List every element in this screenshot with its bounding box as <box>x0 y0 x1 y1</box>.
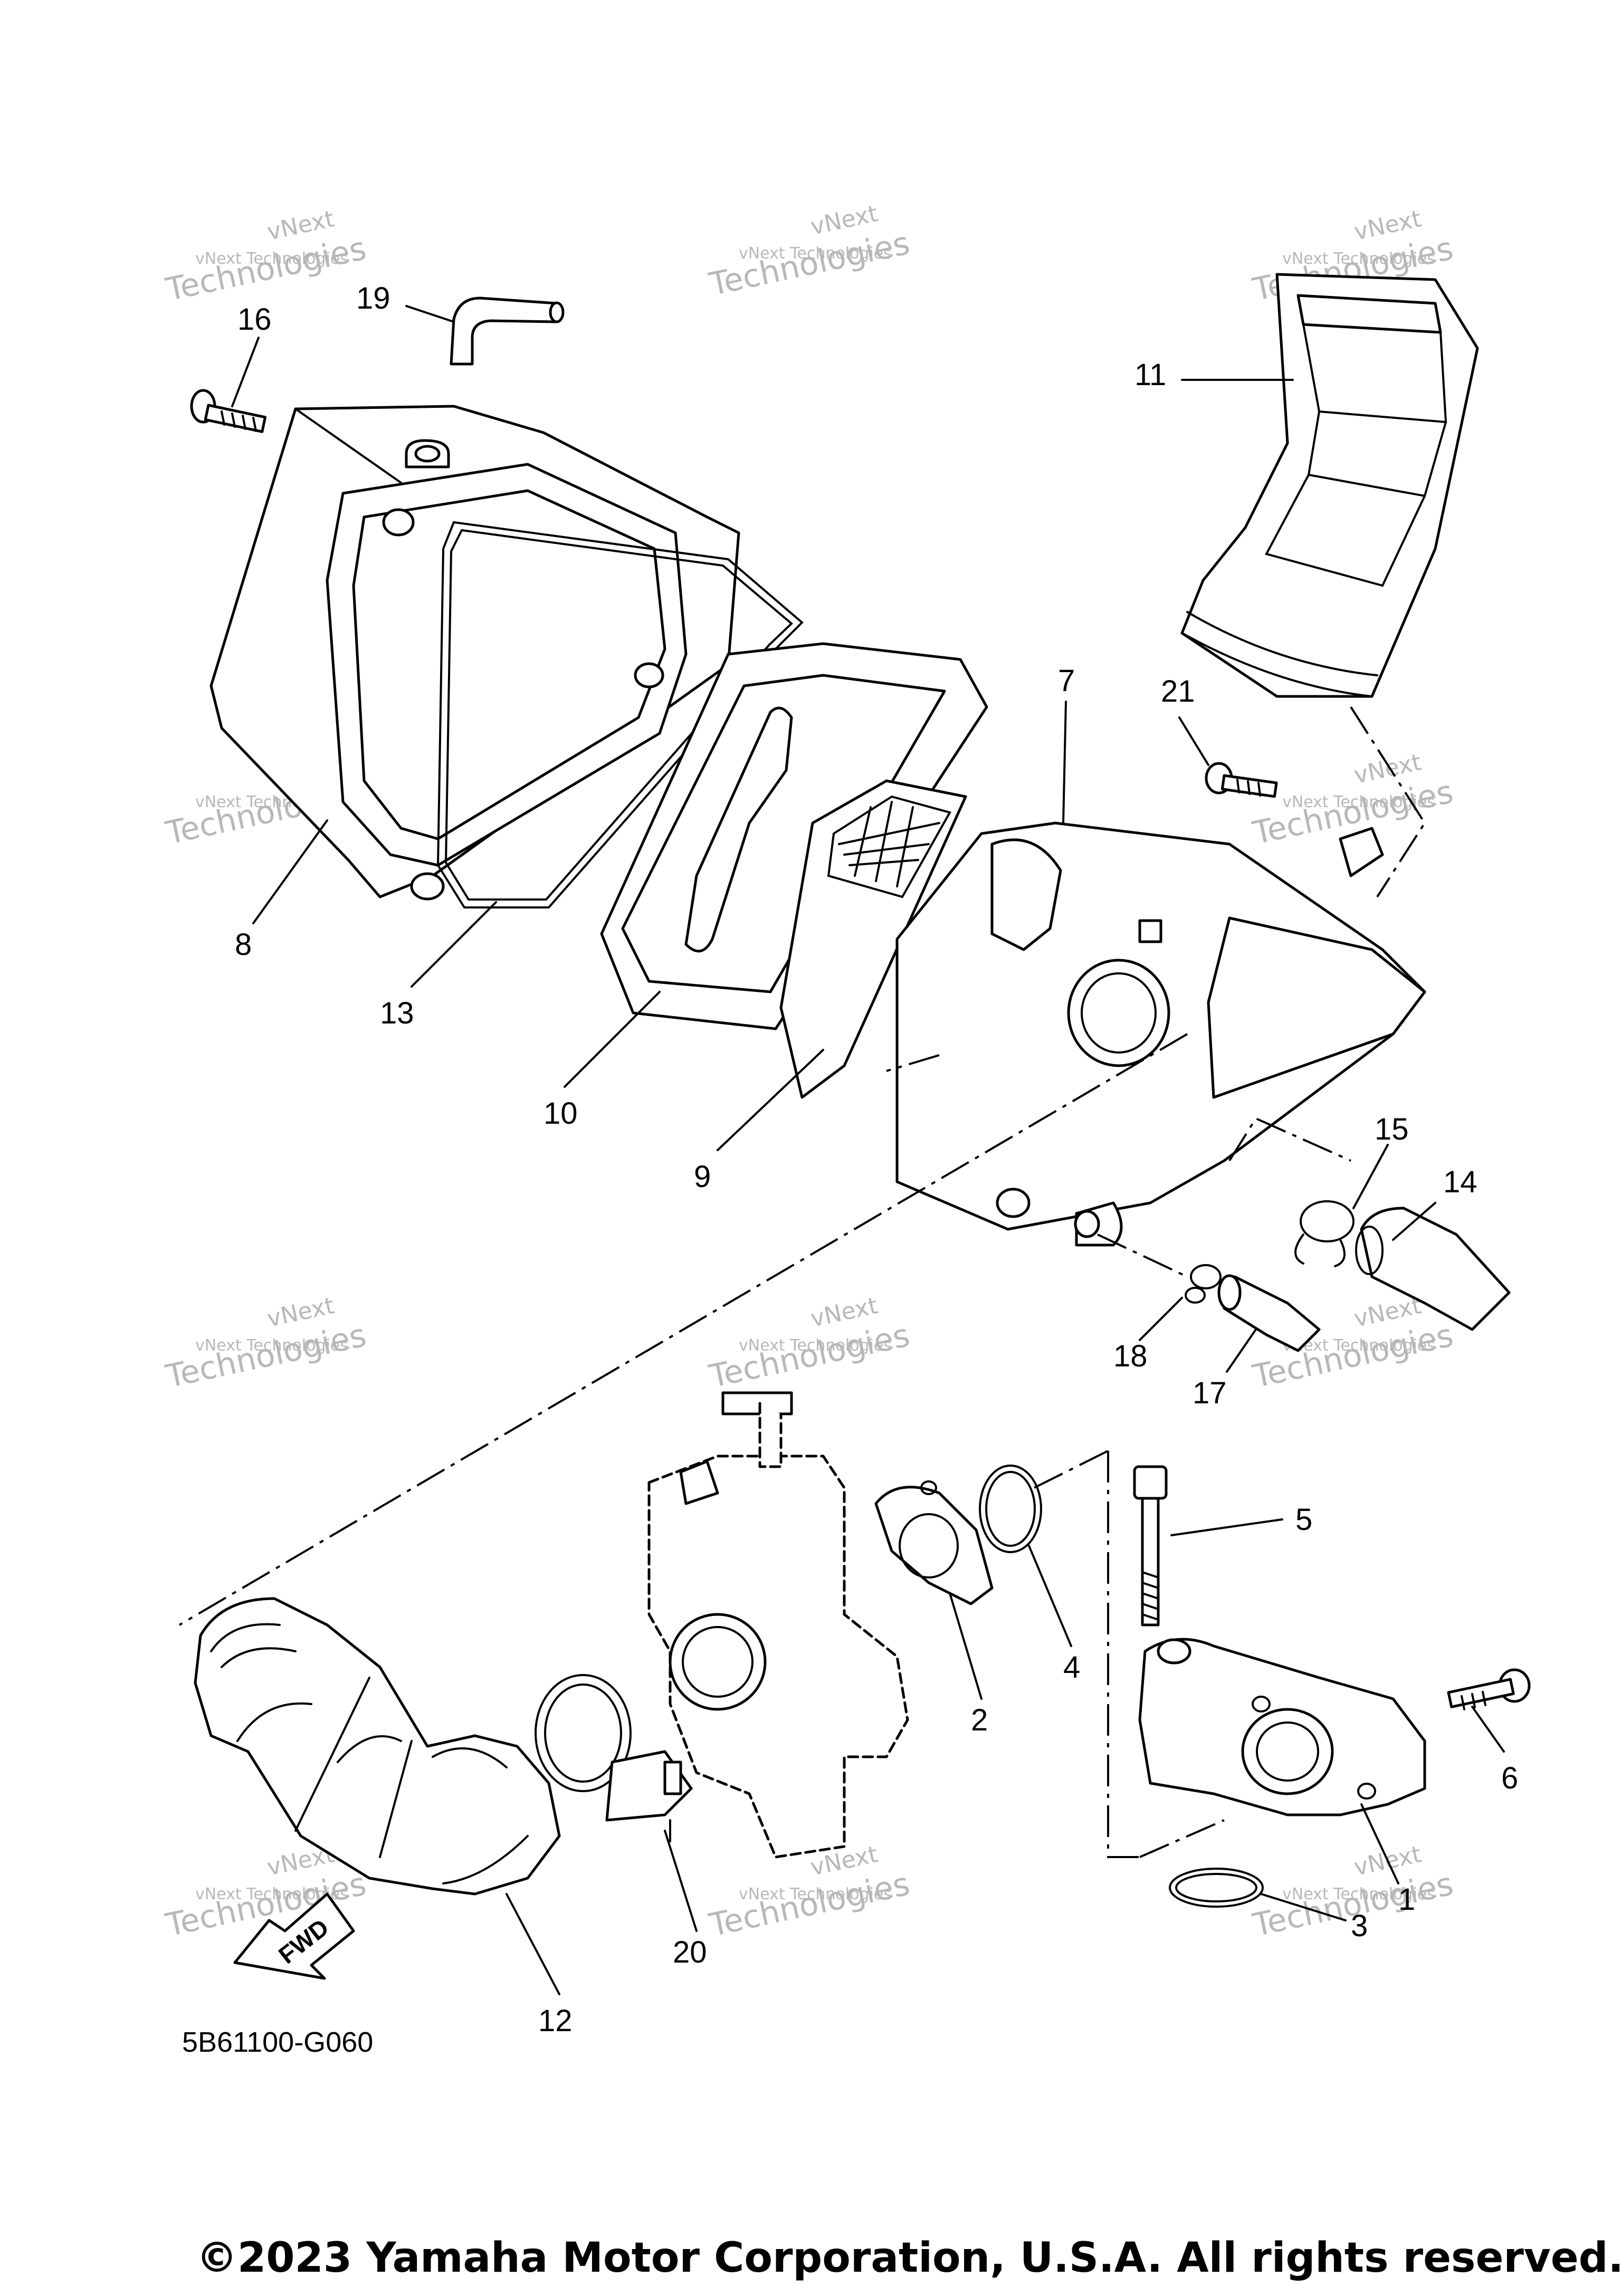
watermark-text: vNext Technologies <box>1282 1885 1435 1903</box>
watermark-text: Technologies <box>706 1317 913 1395</box>
callout-labels: 1 2 3 4 5 6 7 8 9 10 11 12 13 14 15 16 1… <box>235 281 1518 2038</box>
callout-17: 17 <box>1193 1376 1227 1410</box>
part-code: 5B61100-G060 <box>182 2026 374 2058</box>
callout-5: 5 <box>1295 1503 1312 1537</box>
callout-7: 7 <box>1058 664 1075 698</box>
callout-3: 3 <box>1351 1909 1368 1943</box>
part-15-clamp <box>1294 1200 1355 1267</box>
callout-18: 18 <box>1113 1339 1148 1373</box>
part-18-clip <box>1185 1264 1222 1304</box>
reference-lines <box>178 706 1426 1858</box>
part-14-drain-tube <box>1355 1207 1511 1331</box>
part-3-o-ring <box>1169 1868 1264 1908</box>
part-6-bolt <box>1447 1668 1531 1710</box>
callout-20: 20 <box>673 1935 707 1969</box>
callout-19: 19 <box>356 281 390 315</box>
callout-9: 9 <box>694 1160 711 1194</box>
callout-11: 11 <box>1134 358 1166 392</box>
part-12-intake-hose <box>194 1597 561 1896</box>
callout-15: 15 <box>1375 1112 1409 1146</box>
callout-2: 2 <box>971 1703 988 1737</box>
watermark-text: vNext Technologies <box>739 1336 892 1355</box>
callout-6: 6 <box>1501 1761 1518 1795</box>
callout-13: 13 <box>380 996 414 1030</box>
callout-12: 12 <box>538 2004 573 2038</box>
watermark-text: vNext Technologies <box>739 244 892 263</box>
callout-10: 10 <box>543 1096 578 1131</box>
watermark-text: Technologies <box>706 225 913 303</box>
part-17-small-hose <box>1217 1274 1321 1352</box>
part-21-bolt <box>1205 762 1278 798</box>
callout-21: 21 <box>1161 674 1195 709</box>
part-13-gasket <box>436 521 804 908</box>
part-7-airbox <box>895 821 1426 1247</box>
carburetor <box>647 1391 909 1859</box>
watermark-text: vNext Technologies <box>1282 250 1435 268</box>
callout-16: 16 <box>237 302 272 337</box>
part-19-elbow-hose <box>450 296 565 366</box>
part-4-o-ring <box>979 1465 1042 1553</box>
part-11-intake-boot <box>1180 273 1479 698</box>
callout-8: 8 <box>235 927 252 962</box>
watermark-text: Technologies <box>163 230 370 309</box>
watermark-text: vNext Technologies <box>1282 793 1435 811</box>
watermark-text: vNext Technologies <box>195 1336 348 1355</box>
part-8-airbox-cover <box>209 405 740 901</box>
part-5-long-bolt <box>1133 1465 1168 1627</box>
copyright-notice: ©2023 Yamaha Motor Corporation, U.S.A. A… <box>196 2234 1621 2282</box>
leader-lines <box>231 305 1505 1995</box>
callout-1: 1 <box>1398 1882 1415 1917</box>
part-2-gasket <box>874 1480 994 1605</box>
callout-14: 14 <box>1443 1165 1477 1199</box>
watermark-text: vNext Technologies <box>739 1885 892 1903</box>
part-20-band <box>535 1674 693 1842</box>
part-16-bolt <box>190 389 267 433</box>
part-9-filter-element <box>779 779 967 1099</box>
watermark-text: vNext Technologies <box>195 250 348 268</box>
part-1-intake-manifold <box>1138 1638 1426 1816</box>
watermark-text: Technologies <box>163 1317 370 1395</box>
part-10-filter-frame <box>600 642 988 1030</box>
callout-4: 4 <box>1063 1650 1080 1685</box>
watermark-text: Technologies <box>706 1866 913 1944</box>
